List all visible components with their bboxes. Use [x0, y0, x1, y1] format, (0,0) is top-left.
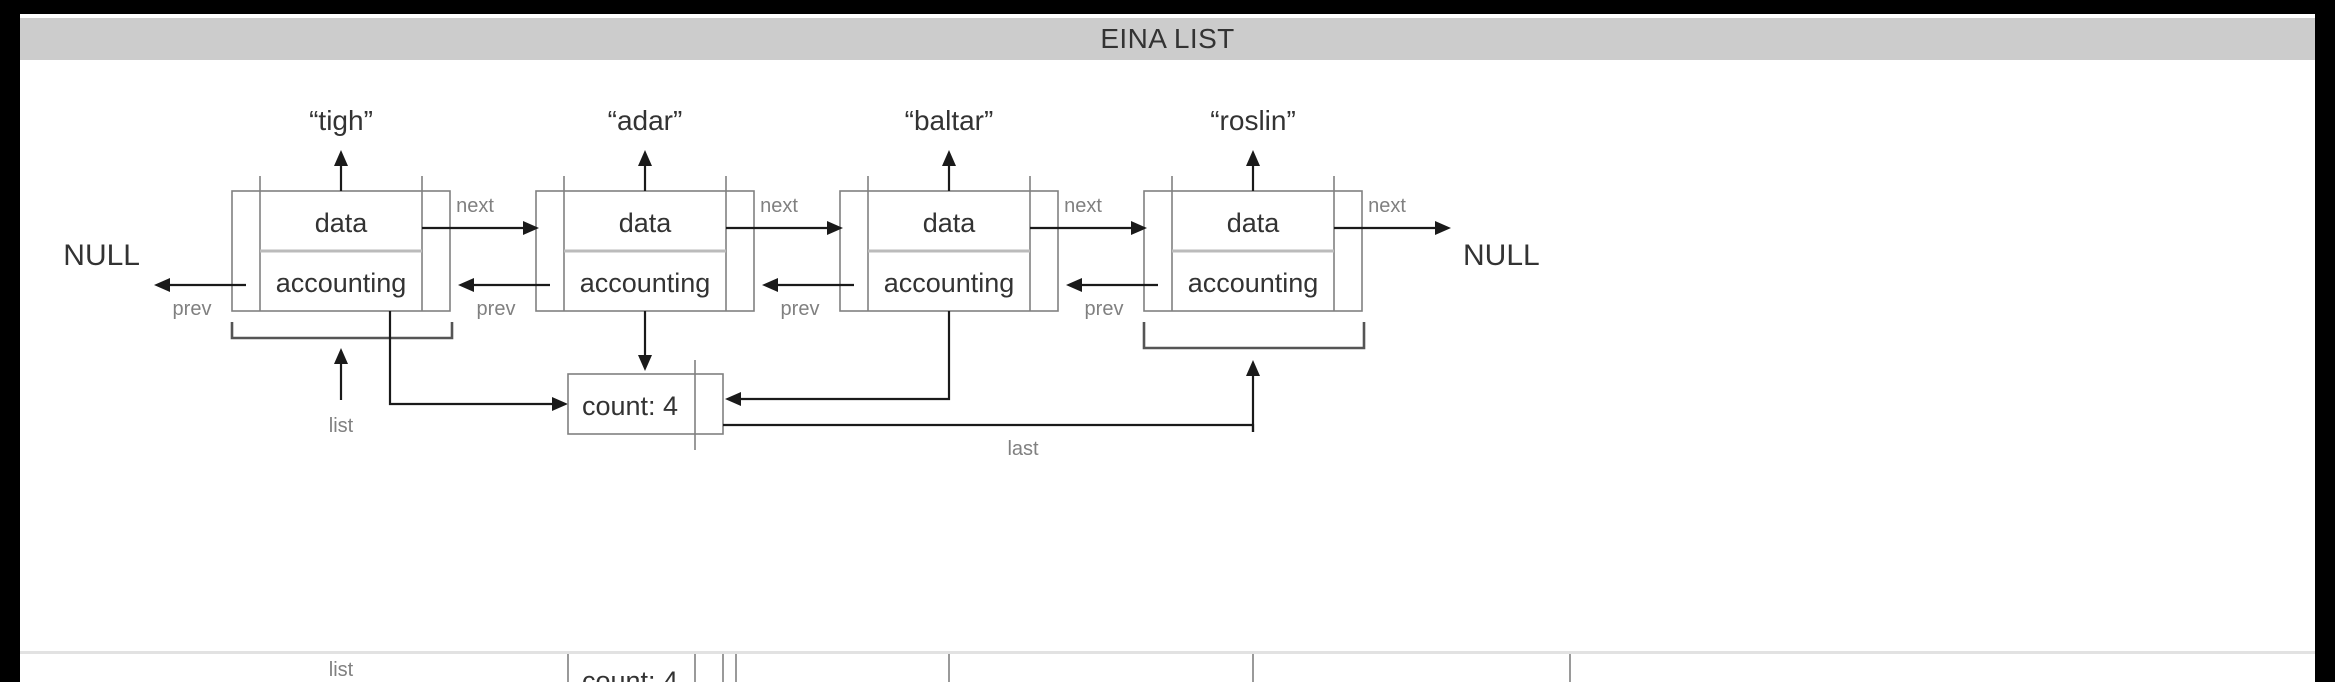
- node-string-label-adar: “adar”: [608, 105, 683, 136]
- list-label: list: [329, 415, 354, 437]
- null-right-label: NULL: [1463, 239, 1540, 272]
- next-arrow-1: next: [422, 195, 539, 235]
- node-data-label: data: [619, 208, 673, 238]
- last-connector: last: [723, 423, 1255, 460]
- next-arrow-3: next: [1030, 195, 1147, 235]
- data-pointer-arrow-tigh: [334, 150, 348, 191]
- node-string-label-baltar: “baltar”: [905, 105, 994, 136]
- next-label: next: [456, 195, 494, 217]
- node-accounting-label: accounting: [276, 268, 407, 298]
- prev-label: prev: [477, 298, 516, 320]
- data-pointer-arrow-roslin: [1246, 150, 1260, 191]
- clipped-count-label: count: 4: [582, 666, 678, 682]
- node-roslin: data accounting: [1143, 176, 1363, 312]
- node-baltar: data accounting: [839, 176, 1059, 312]
- page-body: EINA LIST data accounting “tigh”: [20, 14, 2315, 682]
- list-bracket: [230, 322, 454, 340]
- node-string-label-tigh: “tigh”: [309, 105, 373, 136]
- prev-label: prev: [1085, 298, 1124, 320]
- prev-arrow-3: prev: [762, 278, 854, 320]
- data-pointer-arrow-adar: [638, 150, 652, 191]
- node3-to-count-connector: [725, 311, 951, 406]
- clipped-repeat-svg: list count: 4: [329, 654, 1571, 682]
- node-accounting-label: accounting: [884, 268, 1015, 298]
- clipped-repeat-strip: list count: 4: [20, 651, 2315, 682]
- node-accounting-label: accounting: [580, 268, 711, 298]
- next-label: next: [1368, 195, 1406, 217]
- count-box: count: 4: [567, 360, 724, 450]
- last-pointer-arrow: [1246, 360, 1260, 432]
- count-box-label: count: 4: [582, 391, 678, 421]
- null-left-label: NULL: [63, 239, 140, 272]
- list-pointer-arrow: list: [329, 348, 354, 437]
- list-to-count-connector: [388, 311, 568, 411]
- prev-label: prev: [781, 298, 820, 320]
- page-title: EINA LIST: [1100, 23, 1235, 54]
- next-arrow-2: next: [726, 195, 843, 235]
- data-pointer-arrow-baltar: [942, 150, 956, 191]
- prev-arrow-4: prev: [1066, 278, 1158, 320]
- node2-to-count-arrow: [638, 311, 652, 371]
- next-arrow-4-null: next: [1334, 195, 1451, 235]
- next-label: next: [1064, 195, 1102, 217]
- node-tigh: data accounting: [231, 176, 451, 312]
- next-label: next: [760, 195, 798, 217]
- prev-arrow-1-null: prev: [154, 278, 246, 320]
- node-data-label: data: [923, 208, 977, 238]
- node-data-label: data: [315, 208, 369, 238]
- prev-label: prev: [173, 298, 212, 320]
- eina-list-diagram: data accounting “tigh” data accounting: [63, 105, 1540, 460]
- last-label: last: [1007, 438, 1039, 460]
- prev-arrow-2: prev: [458, 278, 550, 320]
- last-bracket: [1142, 322, 1366, 350]
- node-string-label-roslin: “roslin”: [1210, 105, 1296, 136]
- clipped-list-label: list: [329, 659, 354, 681]
- diagram-canvas: data accounting “tigh” data accounting: [20, 60, 2315, 679]
- title-bar: EINA LIST: [20, 18, 2315, 60]
- node-accounting-label: accounting: [1188, 268, 1319, 298]
- node-adar: data accounting: [535, 176, 755, 312]
- node-data-label: data: [1227, 208, 1281, 238]
